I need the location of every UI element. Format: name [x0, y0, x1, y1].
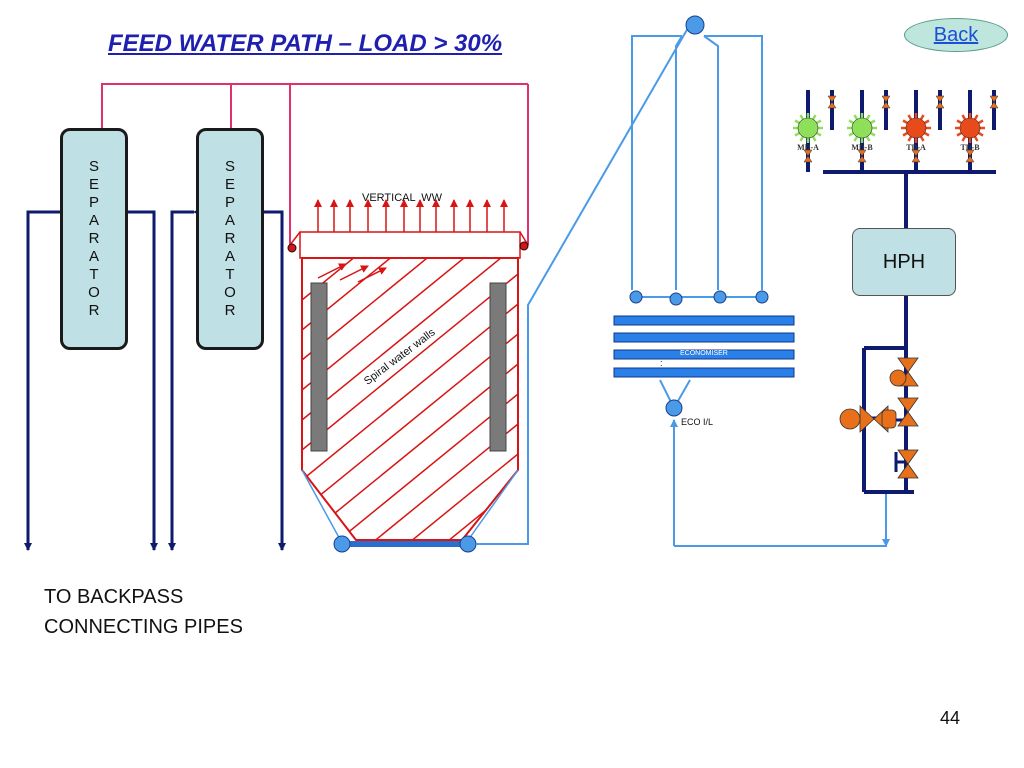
pump-md-b: MD-B	[847, 113, 877, 152]
eco-inlet-label: ECO I/L	[681, 417, 714, 427]
separator-letter: A	[88, 248, 99, 265]
separator-letter: O	[88, 284, 100, 301]
feed-pumps: MD-A MD-B TD-A TD-B	[793, 113, 985, 152]
pump-td-a: TD-A	[901, 113, 931, 152]
spiral-tube	[302, 483, 518, 540]
economiser-coil	[613, 315, 795, 326]
furnace	[301, 257, 519, 544]
spiral-tube	[302, 258, 518, 391]
separator-left: S E P A R A T O R	[60, 128, 128, 350]
pump-md-a: MD-A	[793, 113, 823, 152]
spiral-tube	[302, 453, 518, 540]
pump-discharge-valves	[803, 95, 999, 163]
spiral-tube	[302, 333, 518, 511]
spiral-arrow	[339, 265, 369, 281]
separator-letter: S	[88, 158, 99, 175]
spiral-arrow	[317, 263, 347, 279]
spiral-tube	[302, 273, 518, 451]
vertical-ww-label: VERTICAL WW	[362, 192, 443, 204]
pump-td-b: TD-B	[955, 113, 985, 152]
pump-label: TD-A	[906, 143, 926, 152]
separator-letter: R	[88, 230, 100, 247]
separator-right: S E P A R A T O R	[196, 128, 264, 350]
bottom-ring-header	[333, 535, 477, 553]
separator-letter: E	[88, 176, 99, 193]
separator-letter: R	[224, 302, 236, 319]
separator-letter: T	[89, 266, 99, 283]
economiser-inlet-arrows	[670, 419, 890, 547]
spiral-tube	[302, 303, 518, 481]
vertical-ww-header	[287, 231, 529, 259]
economiser-coil	[613, 349, 795, 360]
hph-box: HPH	[852, 228, 956, 296]
separator-letter: R	[224, 230, 236, 247]
spiral-tube	[302, 363, 518, 540]
separator-letter: E	[224, 176, 235, 193]
backpass-line-1: TO BACKPASS	[44, 586, 184, 608]
pump-label: TD-B	[960, 143, 980, 152]
backpass-line-2: CONNECTING PIPES	[44, 616, 243, 638]
spiral-arrow	[357, 267, 387, 283]
separator-letter: A	[88, 212, 99, 229]
page-title: FEED WATER PATH – LOAD > 30%	[108, 30, 503, 57]
economiser-coil	[613, 367, 795, 378]
separator-letter: P	[88, 194, 99, 211]
spiral-tube	[302, 258, 518, 361]
economiser-coil	[613, 332, 795, 343]
separator-letter: A	[224, 212, 235, 229]
hph-valve-station	[839, 348, 919, 492]
page-number: 44	[940, 708, 961, 728]
spiral-tube	[302, 258, 518, 421]
separator-letter: R	[88, 302, 100, 319]
pump-label: MD-B	[851, 143, 873, 152]
separator-header-pipes	[101, 83, 529, 245]
back-button[interactable]: Back	[904, 18, 1008, 52]
feed-pump-header	[823, 170, 996, 494]
separator-letter: O	[224, 284, 236, 301]
separator-letter: P	[224, 194, 235, 211]
separator-letter: T	[225, 266, 235, 283]
economiser-coils	[613, 315, 795, 378]
pump-label: MD-A	[797, 143, 819, 152]
backpass-note: TO BACKPASS CONNECTING PIPES	[44, 582, 243, 642]
blue-piping	[476, 27, 887, 547]
separator-letter: S	[224, 158, 235, 175]
spiral-tube	[302, 393, 518, 540]
economiser-label: ECONOMISER	[680, 350, 728, 357]
vertical-ww-arrows	[314, 199, 508, 232]
spiral-tube	[302, 258, 518, 331]
svg-text::: :	[660, 358, 663, 368]
separator-letter: A	[224, 248, 235, 265]
spiral-tube	[302, 423, 518, 540]
economiser-header-nodes	[629, 15, 769, 417]
